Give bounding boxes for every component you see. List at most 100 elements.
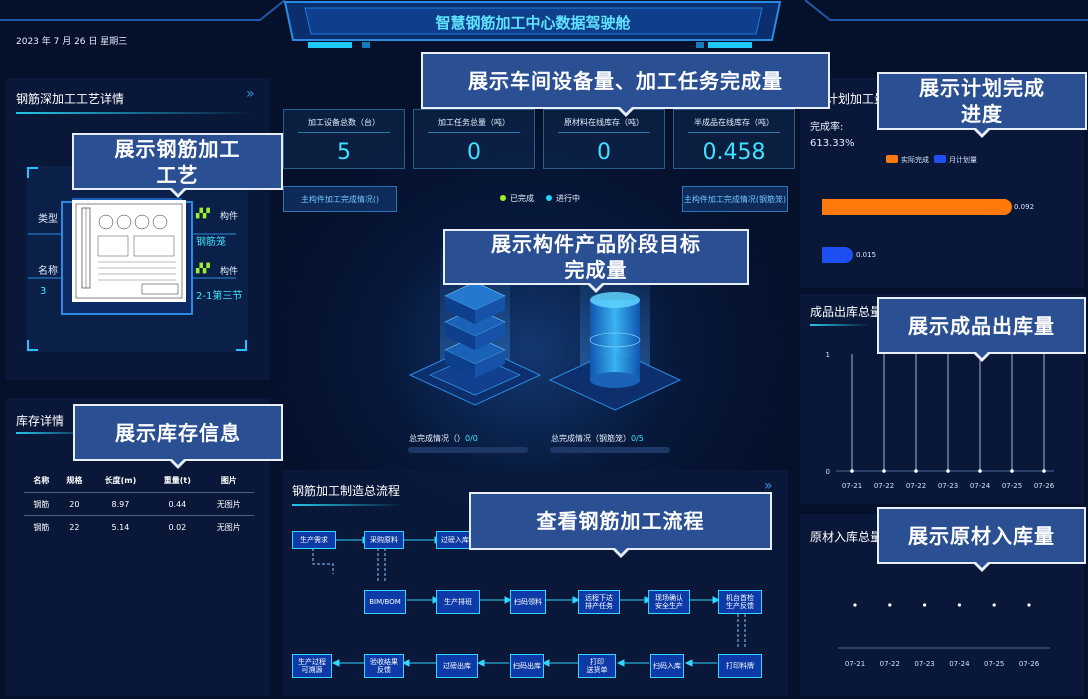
callout-text: 展示库存信息 bbox=[115, 420, 241, 445]
data-point bbox=[914, 469, 918, 473]
table-cell: 无图片 bbox=[203, 515, 254, 538]
data-point bbox=[957, 603, 961, 607]
total-right-label-text: 总完成情况（钢筋笼） bbox=[551, 434, 631, 443]
process-name-label: 名称 bbox=[38, 266, 58, 277]
chevron-right-icon[interactable]: » bbox=[246, 86, 255, 102]
data-point bbox=[978, 469, 982, 473]
table-cell: 钢筋 bbox=[24, 492, 59, 516]
outbound-title-line bbox=[810, 324, 870, 326]
x-tick-label: 07-24 bbox=[949, 660, 970, 668]
outbound-title: 成品出库总量 bbox=[810, 305, 883, 319]
flow-step-safety[interactable]: 现场确认 安全生产 bbox=[648, 590, 690, 614]
data-point bbox=[923, 603, 927, 607]
flow-step-bim[interactable]: BIM/BOM bbox=[364, 590, 406, 614]
chevron-right-icon[interactable]: » bbox=[764, 478, 773, 494]
flow-step-remote-task[interactable]: 远程下达 排产任务 bbox=[578, 590, 620, 614]
main-component-button[interactable]: 主构件加工完成情况() bbox=[283, 186, 397, 212]
table-cell: 22 bbox=[58, 515, 90, 538]
plan-rate-value: 613.33% bbox=[810, 138, 855, 149]
flow-step-trace[interactable]: 生产过程 可溯源 bbox=[292, 654, 332, 678]
legend-done-dot bbox=[500, 195, 506, 201]
table-header: 名称 bbox=[33, 475, 50, 485]
x-tick-label: 07-21 bbox=[845, 660, 865, 668]
inventory-title-line bbox=[16, 432, 96, 434]
stat-divider bbox=[428, 132, 520, 133]
table-cell: 无图片 bbox=[203, 492, 254, 516]
data-point bbox=[850, 469, 854, 473]
data-point bbox=[882, 469, 886, 473]
legend-progress-dot bbox=[546, 195, 552, 201]
table-row[interactable]: 钢筋 22 5.14 0.02 无图片 bbox=[24, 515, 254, 538]
table-header: 长度(m) bbox=[104, 475, 137, 485]
x-tick-label: 07-22 bbox=[874, 482, 894, 490]
legend-done-label: 已完成 bbox=[510, 194, 534, 203]
flow-step-print-tag[interactable]: 打印料牌 bbox=[718, 654, 762, 678]
flow-step-schedule[interactable]: 生产排班 bbox=[436, 590, 480, 614]
stat-value: 0 bbox=[597, 140, 611, 165]
legend-actual-label: 实际完成 bbox=[901, 156, 929, 164]
cage-component-button[interactable]: 主构件加工完成情况(钢筋笼) bbox=[682, 186, 788, 212]
process-left-value: 3 bbox=[40, 286, 47, 297]
flow-step-print-delivery[interactable]: 打印 送货单 bbox=[578, 654, 616, 678]
stat-card-semi-stock: 半成品在线库存（吨） 0.458 bbox=[673, 109, 795, 169]
flow-step-scan-in[interactable]: 扫码入库 bbox=[650, 654, 684, 678]
progress-bar-left bbox=[408, 447, 528, 453]
header-frame bbox=[0, 0, 1088, 48]
data-point bbox=[888, 603, 892, 607]
legend-plan-label: 月计划量 bbox=[949, 156, 977, 164]
stage-illustration bbox=[408, 240, 682, 411]
x-tick-label: 07-22 bbox=[880, 660, 900, 668]
table-header-row: 名称 规格 长度(m) 重量(t) 图片 bbox=[24, 468, 254, 493]
process-name-value: 2-1第三节 bbox=[196, 291, 243, 302]
x-tick-label: 07-26 bbox=[1034, 482, 1055, 490]
callout-text: 展示构件产品阶段目标 完成量 bbox=[491, 232, 701, 282]
date-text: 2023 年 7 月 26 日 星期三 bbox=[16, 37, 128, 47]
callout-inventory: 展示库存信息 bbox=[73, 404, 283, 469]
process-gou-label-1: 构件 bbox=[220, 212, 239, 222]
table-header: 重量(t) bbox=[163, 475, 191, 485]
legend-progress-label: 进行中 bbox=[556, 194, 580, 203]
table-cell: 5.14 bbox=[89, 515, 152, 538]
process-title: 钢筋深加工工艺详情 bbox=[16, 92, 125, 106]
callout-text: 展示车间设备量、加工任务完成量 bbox=[468, 68, 783, 93]
total-right-label: 总完成情况（钢筋笼）0/5 bbox=[551, 433, 644, 444]
data-point bbox=[992, 603, 996, 607]
data-point bbox=[946, 469, 950, 473]
table-header: 图片 bbox=[220, 475, 237, 485]
process-drawing-image[interactable] bbox=[72, 200, 186, 302]
table-row[interactable]: 钢筋 20 8.97 0.44 无图片 bbox=[24, 492, 254, 516]
stat-value: 0.458 bbox=[702, 140, 766, 165]
x-tick-label: 07-25 bbox=[984, 660, 1004, 668]
process-gou-label-2: 构件 bbox=[220, 267, 239, 277]
callout-text: 展示成品出库量 bbox=[908, 313, 1055, 338]
x-tick-label: 07-23 bbox=[914, 660, 934, 668]
stat-divider bbox=[688, 132, 780, 133]
flow-step-weigh-out[interactable]: 过磅出库 bbox=[436, 654, 478, 678]
total-left-label-text: 总完成情况（） bbox=[409, 434, 465, 443]
flow-step-purchase[interactable]: 采购原料 bbox=[364, 531, 404, 549]
callout-equipment: 展示车间设备量、加工任务完成量 bbox=[421, 52, 830, 117]
flow-step-demand[interactable]: 生产需求 bbox=[292, 531, 336, 549]
flow-step-scan-out[interactable]: 扫码出库 bbox=[510, 654, 544, 678]
callout-text: 查看钢筋加工流程 bbox=[536, 509, 705, 533]
stat-label: 加工设备总数（台） bbox=[308, 118, 380, 127]
stat-label: 加工任务总量（吨） bbox=[438, 118, 510, 127]
process-type-label: 类型 bbox=[38, 214, 58, 225]
flow-step-first-check[interactable]: 机台首检 生产反馈 bbox=[718, 590, 762, 614]
plan-actual-value: 0.092 bbox=[1014, 203, 1035, 211]
x-tick-label: 07-23 bbox=[938, 482, 958, 490]
inventory-table: 名称 规格 长度(m) 重量(t) 图片 钢筋 20 8.97 0.44 无图片… bbox=[24, 468, 254, 538]
stat-label: 原材料在线库存（吨） bbox=[564, 118, 644, 127]
data-point bbox=[1042, 469, 1046, 473]
data-point bbox=[853, 603, 857, 607]
flow-step-acceptance[interactable]: 验收结果 反馈 bbox=[364, 654, 404, 678]
callout-plan: 展示计划完成 进度 bbox=[877, 72, 1087, 138]
flow-step-scan-pick[interactable]: 扫码领料 bbox=[510, 590, 546, 614]
plan-plan-value: 0.015 bbox=[856, 251, 877, 259]
page-title: 智慧钢筋加工中心数据驾驶舱 bbox=[435, 14, 631, 32]
inbound-title: 原材入库总量 bbox=[810, 530, 883, 544]
callout-stage: 展示构件产品阶段目标 完成量 bbox=[443, 229, 749, 293]
table-cell: 8.97 bbox=[89, 492, 152, 516]
callout-text: 展示原材入库量 bbox=[908, 523, 1055, 548]
